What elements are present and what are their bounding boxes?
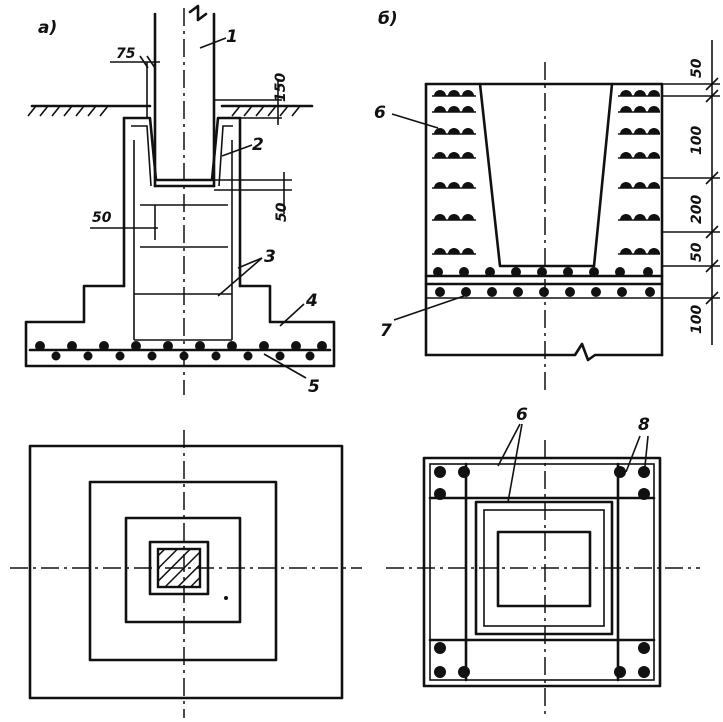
callouts-a: 1 2 3 4 5 xyxy=(199,27,320,397)
foundation-steps xyxy=(24,284,336,368)
bottom-rebar-dots xyxy=(35,341,327,361)
dim-50-left-text: 50 xyxy=(92,210,112,226)
dim-b-50b: 50 xyxy=(689,242,705,262)
label-6: 6 xyxy=(374,103,386,123)
side-rebar-left xyxy=(432,90,476,255)
label-6-plan: 6 xyxy=(516,405,528,425)
label-1: 1 xyxy=(226,27,238,47)
dim-b-100b: 100 xyxy=(689,305,705,334)
dim-75: 75 xyxy=(110,46,160,118)
callouts-b: 6 7 xyxy=(374,103,465,341)
dim-b-50: 50 xyxy=(689,58,705,78)
label-2: 2 xyxy=(252,135,264,155)
panel-a-letter: a) xyxy=(38,18,57,38)
label-3: 3 xyxy=(264,247,276,267)
dim-150: 150 xyxy=(214,73,289,125)
label-5: 5 xyxy=(308,377,320,397)
panel-b-letter: б) xyxy=(378,9,398,29)
dim-50-left: 50 xyxy=(90,205,158,240)
label-7: 7 xyxy=(380,321,392,341)
block-outline xyxy=(424,82,664,362)
socket-taper xyxy=(478,82,614,268)
dim-150-text: 150 xyxy=(273,73,289,102)
dim-b-200: 200 xyxy=(689,195,705,224)
mesh-rebar-dots xyxy=(433,267,655,297)
dim-50-side: 50 xyxy=(214,172,292,222)
plan-a xyxy=(10,430,362,718)
dim-b-100a: 100 xyxy=(689,126,705,155)
side-rebar-right xyxy=(618,90,660,255)
dim-50-side-text: 50 xyxy=(274,202,290,222)
label-8: 8 xyxy=(638,415,650,435)
socket-glass xyxy=(122,116,242,288)
section-b: б) xyxy=(374,9,720,395)
label-4: 4 xyxy=(305,291,318,311)
dim-chain-b: 50 100 200 50 100 xyxy=(662,40,720,345)
rebar-cage xyxy=(28,140,332,352)
plan-b: 6 8 xyxy=(386,405,700,718)
section-a: a) xyxy=(24,4,336,397)
ground-line xyxy=(27,104,314,117)
dim-75-text: 75 xyxy=(116,46,136,62)
